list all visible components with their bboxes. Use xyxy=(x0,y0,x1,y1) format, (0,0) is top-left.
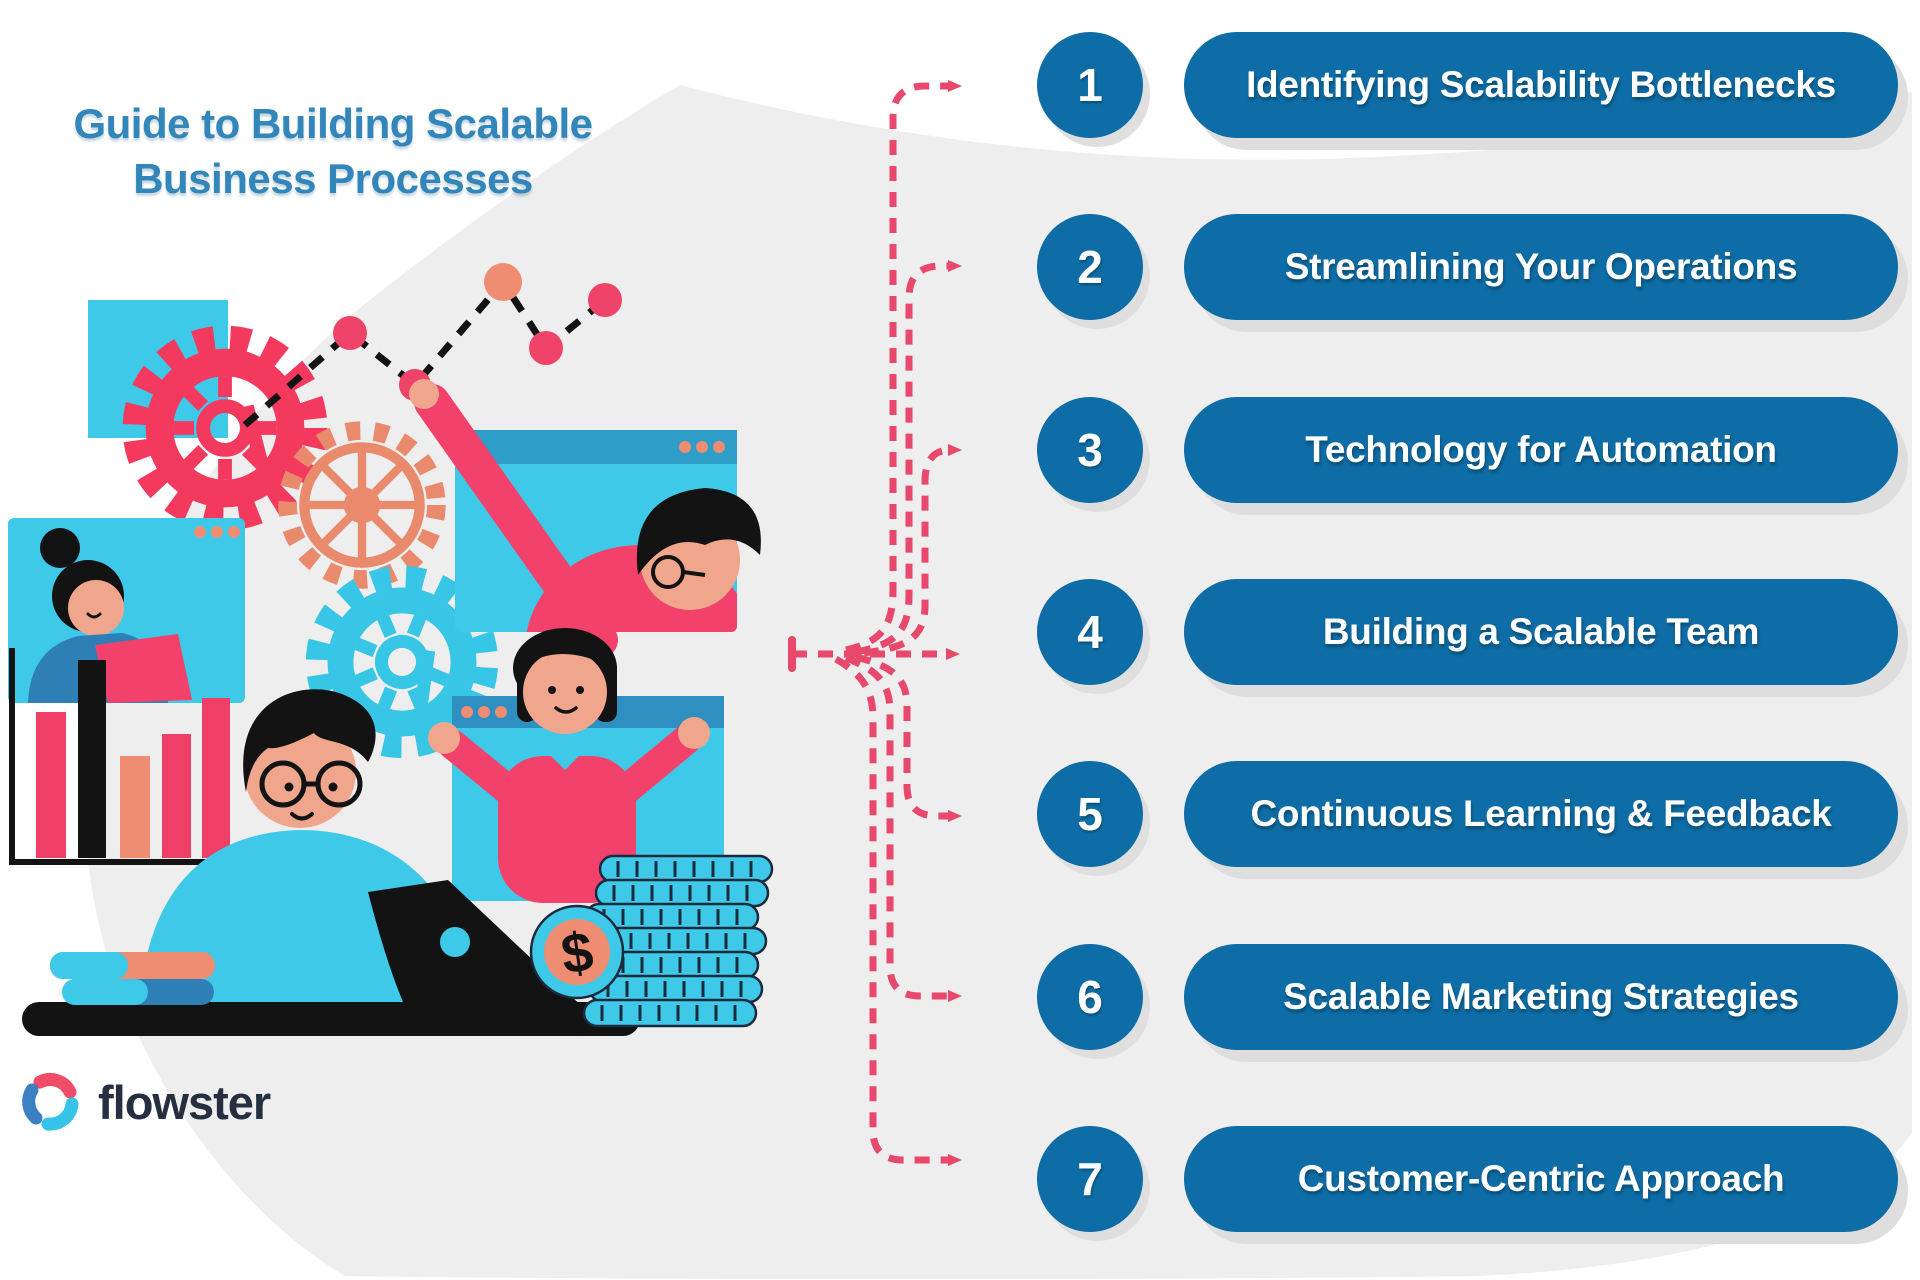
step-number-badge: 2 xyxy=(1037,214,1143,320)
connector-branch-2 xyxy=(855,260,962,656)
step-label-pill: Streamlining Your Operations xyxy=(1184,214,1898,320)
step-label: Technology for Automation xyxy=(1305,429,1777,470)
step-number-badge: 3 xyxy=(1037,397,1143,503)
laptop xyxy=(368,880,588,1034)
flowster-logo-icon xyxy=(22,1073,79,1131)
window-dots-icon xyxy=(461,706,507,718)
step-label: Streamlining Your Operations xyxy=(1284,246,1798,287)
step-label-pill: Continuous Learning & Feedback xyxy=(1184,761,1898,867)
step-label-pill: Customer-Centric Approach xyxy=(1184,1126,1898,1232)
step-label-pill: Identifying Scalability Bottlenecks xyxy=(1184,32,1898,138)
brand-name: flowster xyxy=(98,1075,271,1129)
brand-logo: flowster xyxy=(20,1068,271,1136)
step-number-badge: 6 xyxy=(1037,944,1143,1050)
connector-branch-7 xyxy=(834,655,962,1166)
page-title: Guide to Building Scalable Business Proc… xyxy=(28,96,638,206)
step-number-badge: 7 xyxy=(1037,1126,1143,1232)
step-label: Continuous Learning & Feedback xyxy=(1250,793,1832,834)
title-line-2: Business Processes xyxy=(133,155,533,202)
connector-branch-5 xyxy=(855,653,962,822)
step-label: Identifying Scalability Bottlenecks xyxy=(1246,64,1836,105)
step-label: Scalable Marketing Strategies xyxy=(1283,976,1799,1017)
connector-branch-1 xyxy=(845,80,962,654)
step-label-pill: Building a Scalable Team xyxy=(1184,579,1898,685)
dollar-coin: $ xyxy=(529,904,625,1000)
window-dots-icon xyxy=(194,526,240,538)
connector-branch-3 xyxy=(863,444,962,657)
step-label: Building a Scalable Team xyxy=(1322,611,1760,652)
step-number-badge: 5 xyxy=(1037,761,1143,867)
connector-branch-6 xyxy=(844,654,962,1002)
bar-chart xyxy=(9,648,238,865)
step-label-pill: Technology for Automation xyxy=(1184,397,1898,503)
title-line-1: Guide to Building Scalable xyxy=(73,100,593,147)
window-man-reaching xyxy=(409,379,761,658)
step-number-badge: 1 xyxy=(1037,32,1143,138)
step-label-pill: Scalable Marketing Strategies xyxy=(1184,944,1898,1050)
books-stack xyxy=(50,952,215,1005)
window-dots-icon xyxy=(679,441,725,453)
step-label: Customer-Centric Approach xyxy=(1297,1158,1785,1199)
step-number-badge: 4 xyxy=(1037,579,1143,685)
